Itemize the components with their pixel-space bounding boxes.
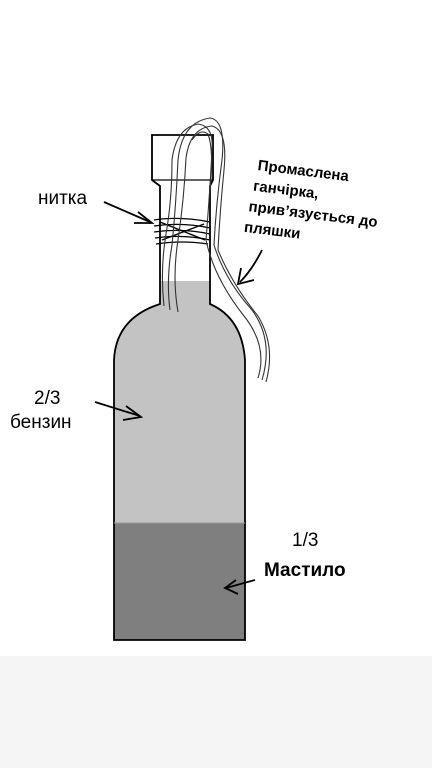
gasoline-arrow <box>94 401 144 421</box>
oil-layer <box>114 523 245 640</box>
bottom-band <box>0 656 432 768</box>
gasoline-label: бензин <box>10 412 72 433</box>
rag-arrow <box>236 249 263 286</box>
bottle-outline <box>113 134 246 641</box>
oiled-rag <box>161 117 271 383</box>
oil-label: Мастило <box>264 560 346 581</box>
thread-arrow <box>103 201 155 224</box>
gasoline-layer <box>114 281 245 523</box>
rag-label-line-2: ганчірка, <box>252 178 319 203</box>
rag-label-line-4: пляшки <box>243 219 301 243</box>
thread-wrap <box>153 217 211 245</box>
thread-label: нитка <box>38 188 88 209</box>
oil-fraction-label: 1/3 <box>292 530 318 551</box>
rag-label: Промаслена ганчірка, прив’язується до пл… <box>243 157 378 243</box>
oil-arrow <box>223 579 256 595</box>
gasoline-fraction-label: 2/3 <box>34 388 60 409</box>
